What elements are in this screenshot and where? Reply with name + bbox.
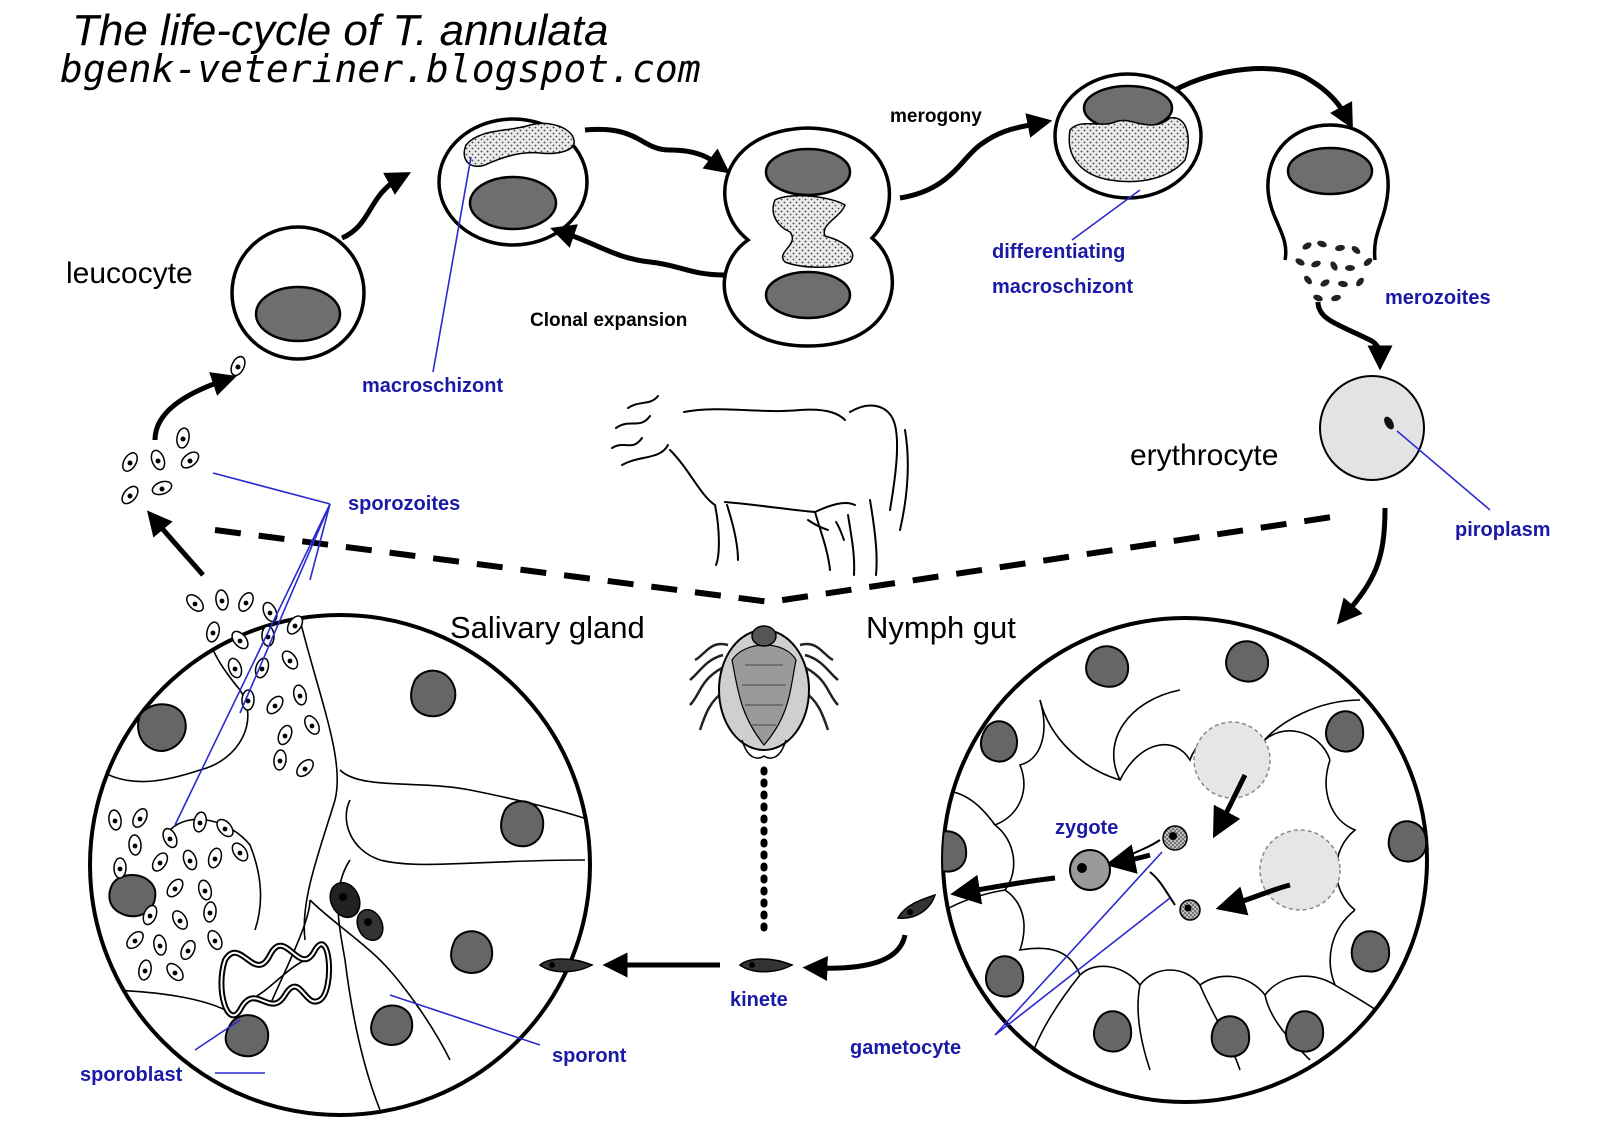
- gametocyte-label: gametocyte: [850, 1037, 961, 1059]
- differentiating-label-line1: differentiating: [992, 241, 1125, 263]
- sporozoite-nucleus: [212, 856, 218, 862]
- sporozoite-nucleus: [157, 943, 163, 949]
- dividing-cell: [722, 126, 895, 348]
- host-vector-boundary: [214, 512, 1346, 606]
- nymph-gut-label: Nymph gut: [866, 610, 1016, 645]
- arrow-gland-to-sporozoites: [146, 510, 205, 577]
- arrow-clonal-back: [550, 224, 726, 278]
- arrow-erythrocyte-to-gut: [1336, 507, 1388, 625]
- gametocyte-1: [1162, 825, 1188, 851]
- sporozoite-nucleus: [243, 600, 249, 606]
- sporoblast-label: sporoblast: [80, 1064, 183, 1086]
- kinete-entering-gland: [538, 958, 594, 973]
- sporont-label: sporont: [552, 1045, 627, 1067]
- sporozoite-nucleus: [157, 860, 163, 866]
- cow-outline-icon: [611, 395, 909, 576]
- gametocyte-2: [1179, 899, 1201, 921]
- sporozoite-nucleus: [185, 948, 191, 954]
- sporozoite-nucleus: [309, 723, 315, 729]
- sporozoite-nucleus: [292, 623, 298, 629]
- sporozoite-nucleus: [287, 658, 293, 664]
- sporozoite-nucleus: [302, 766, 308, 772]
- sporozoite-nucleus: [277, 758, 283, 764]
- tick-icon: [689, 625, 839, 759]
- arrow-leucocyte-to-schizont: [340, 172, 412, 241]
- sporozoite-nucleus: [267, 610, 273, 616]
- salivary-gland-section: [88, 589, 592, 1117]
- sporozoite-nucleus: [132, 843, 138, 849]
- arrow-sporozoites-to-leucocyte: [152, 372, 237, 441]
- sporozoite-nucleus: [112, 818, 118, 824]
- sporozoite-nucleus: [232, 666, 238, 672]
- sporozoite-nucleus: [210, 630, 216, 636]
- sporozoite-nucleus: [117, 866, 123, 872]
- sporozoite-nucleus: [177, 918, 183, 924]
- erythrocyte-label: erythrocyte: [1130, 439, 1278, 472]
- gland-sporozoites: [108, 589, 320, 982]
- kinete-cell: [738, 958, 794, 973]
- source-url: bgenk-veteriner.blogspot.com: [60, 47, 701, 91]
- sporozoite-nucleus: [197, 820, 203, 826]
- erythrocyte-cell: [1319, 375, 1425, 481]
- leucocyte-cell: [230, 225, 366, 361]
- arrow-merogony: [899, 113, 1053, 201]
- sporozoite-nucleus: [132, 938, 138, 944]
- merogony-label: merogony: [890, 106, 982, 127]
- clonal-expansion-label: Clonal expansion: [530, 310, 687, 331]
- sporozoite-nucleus: [272, 703, 278, 709]
- zygote-cell: [1069, 849, 1111, 891]
- sporozoite-nucleus: [172, 886, 178, 892]
- leader-lines: [174, 156, 1491, 1074]
- sporozoite-nucleus: [137, 816, 143, 822]
- sporozoite-nucleus: [202, 888, 208, 894]
- sporozoite-nucleus: [219, 598, 225, 604]
- sporozoite-nucleus: [245, 698, 251, 704]
- sporozoite-nucleus: [187, 858, 193, 864]
- zygote-label: zygote: [1055, 817, 1118, 839]
- sporozoites-label: sporozoites: [348, 493, 460, 515]
- sporozoite-nucleus: [172, 970, 178, 976]
- nymph-gut-section: [896, 616, 1429, 1104]
- kinete-in-gut: [896, 893, 937, 919]
- sporozoite-nucleus: [259, 666, 265, 672]
- merozoites-label: merozoites: [1385, 287, 1491, 309]
- sporozoite-nucleus: [192, 601, 198, 607]
- sporozoite-nucleus: [297, 693, 303, 699]
- arrow-gut-to-kinete: [802, 934, 908, 981]
- macroschizont-label: macroschizont: [362, 375, 503, 397]
- sporozoite-nucleus: [147, 913, 153, 919]
- merozoite-cluster: [1295, 240, 1373, 302]
- sporozoite-nucleus: [142, 968, 148, 974]
- arrow-merozoites-to-erythrocyte: [1315, 301, 1393, 371]
- bursting-cell: [1266, 123, 1390, 261]
- diagram-title: The life-cycle of T. annulata: [72, 6, 608, 55]
- sporozoite-nucleus: [237, 638, 243, 644]
- sporozoite-nucleus: [207, 910, 213, 916]
- piroplasm-label: piroplasm: [1455, 519, 1551, 541]
- free-sporozoite: [230, 355, 246, 377]
- sporozoite-nucleus: [237, 850, 243, 856]
- salivary-gland-label: Salivary gland: [450, 610, 645, 645]
- sporozoite-nucleus: [212, 938, 218, 944]
- differentiating-macroschizont-cell: [1053, 72, 1203, 200]
- leucocyte-label: leucocyte: [66, 257, 193, 290]
- sporozoite-nucleus: [167, 836, 173, 842]
- sporozoite-nucleus: [282, 733, 288, 739]
- kinete-label: kinete: [730, 989, 788, 1011]
- macroschizont-cell: [437, 117, 589, 247]
- arrow-to-burst: [1173, 66, 1353, 130]
- sporozoite-nucleus: [222, 826, 228, 832]
- arrow-clonal-forward: [584, 126, 730, 174]
- differentiating-label-line2: macroschizont: [992, 276, 1133, 298]
